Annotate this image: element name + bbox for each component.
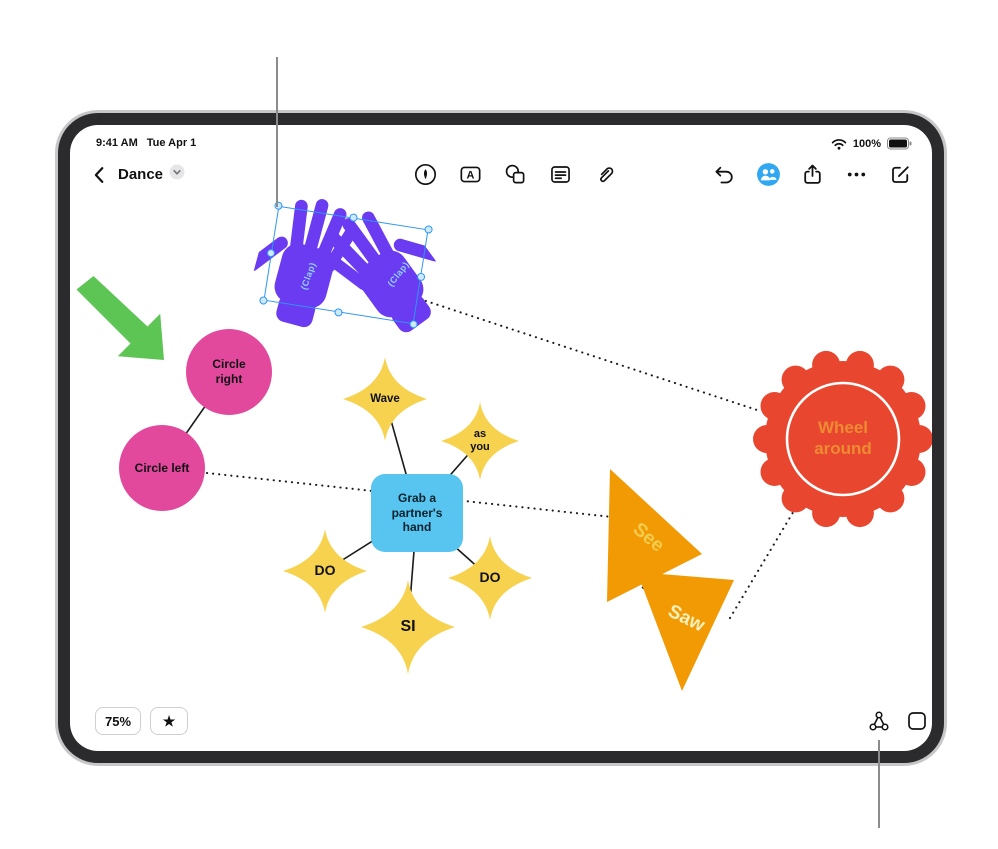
back-button[interactable] [86,161,113,188]
freeform-app-screen: 9:41 AM Tue Apr 1 100% [70,125,932,751]
wifi-icon [831,138,847,150]
wheel-around-shape[interactable]: Wheel around [751,347,932,531]
status-date: Tue Apr 1 [146,137,197,149]
star-do-left-shape[interactable]: DO [283,529,367,613]
callout-line-top [276,57,278,207]
circle-right-label: Circle right [212,357,246,386]
star-as-you-shape[interactable]: as you [441,402,519,480]
toolbar: Dance A [70,159,932,191]
circle-right-shape[interactable]: Circle right [186,329,272,415]
connect-objects-button[interactable] [866,708,892,734]
status-time: 9:41 AM [96,137,138,149]
star-as-you-label: as you [470,427,490,453]
ipad-device-frame: 9:41 AM Tue Apr 1 100% [58,113,944,763]
center-tool-group: A [412,161,619,188]
title-chevron-down-icon[interactable] [169,164,185,185]
star-do-right-shape[interactable]: DO [448,536,532,620]
svg-text:A: A [467,169,475,181]
select-square-button[interactable] [904,708,930,734]
star-si-label: SI [400,618,416,636]
selection-handle[interactable] [266,248,276,258]
new-board-icon[interactable] [887,161,914,188]
collaborate-icon[interactable] [755,161,782,188]
green-arrow-shape[interactable] [75,275,167,363]
star-si-shape[interactable]: SI [361,580,455,674]
triangle-saw-shape[interactable]: Saw [632,568,737,693]
share-icon[interactable] [799,161,826,188]
board-title[interactable]: Dance [118,166,164,183]
status-bar: 9:41 AM Tue Apr 1 100% [70,137,932,155]
circle-left-label: Circle left [134,460,190,475]
templates-button[interactable]: ★ [150,707,188,735]
star-wave-label: Wave [370,392,400,405]
star-icon: ★ [162,713,176,729]
star-wave-shape[interactable]: Wave [343,357,427,441]
star-do-left-label: DO [314,562,336,579]
sticky-note-tool-icon[interactable] [547,161,574,188]
zoom-level-button[interactable]: 75% [95,707,141,735]
attachment-tool-icon[interactable] [592,161,619,188]
zoom-level-value: 75% [104,713,132,729]
text-tool-icon[interactable]: A [457,161,484,188]
battery-percent: 100% [852,137,881,150]
more-icon[interactable] [843,161,870,188]
battery-icon [887,137,912,150]
selection-handle[interactable] [423,224,434,235]
shapes-tool-icon[interactable] [502,161,529,188]
wheel-around-label: Wheel around [814,418,872,458]
freeform-canvas[interactable]: (Clap) (Clap) Circle right Circle [70,125,932,751]
right-tool-group [711,161,914,188]
center-box-shape[interactable]: Grab a partner's hand [371,474,463,552]
undo-icon[interactable] [711,161,738,188]
center-box-label: Grab a partner's hand [391,491,443,535]
circle-left-shape[interactable]: Circle left [119,425,205,511]
draw-tool-icon[interactable] [412,161,439,188]
callout-line-bottom [878,740,880,828]
hand-right-icon [323,211,442,333]
triangle-see-shape[interactable]: See [605,465,705,605]
clapping-hands-drawing[interactable]: (Clap) (Clap) [246,191,443,336]
selection-handle[interactable] [408,319,419,329]
star-do-right-label: DO [479,569,501,586]
selection-handle[interactable] [348,213,359,223]
